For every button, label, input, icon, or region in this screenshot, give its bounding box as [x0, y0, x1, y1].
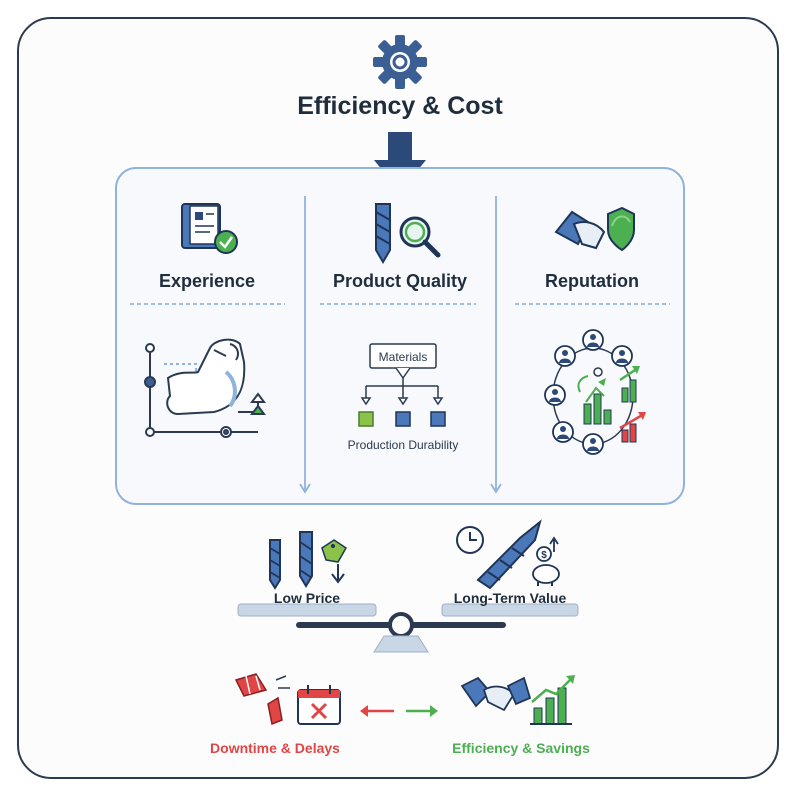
flow-caption: Production Durability — [347, 438, 459, 452]
flow-root-label: Materials — [378, 350, 428, 364]
scale-right-label: Long-Term Value — [453, 590, 567, 606]
low-price-drill-tag-icon — [269, 531, 347, 590]
handshake-shield-icon — [554, 206, 635, 252]
svg-text:$: $ — [541, 550, 547, 561]
down-arrow-icon — [374, 132, 426, 192]
outcome-negative-label: Downtime & Delays — [210, 740, 340, 756]
page-title: Efficiency & Cost — [297, 92, 503, 120]
factors-panel — [115, 167, 685, 505]
scale-left-label: Low Price — [273, 590, 341, 606]
handshake-growth-icon — [460, 675, 575, 725]
drill-bit-magnifier-icon — [375, 203, 441, 264]
downtime-calendar-icon — [234, 673, 341, 726]
long-term-value-icon: $ — [456, 519, 560, 590]
column-title-reputation: Reputation — [545, 271, 639, 291]
flexed-arm-growth-icon — [144, 338, 266, 438]
balance-scale — [237, 603, 579, 653]
gear-icon — [373, 35, 427, 89]
outcome-positive-label: Efficiency & Savings — [452, 740, 590, 756]
column-title-experience: Experience — [158, 271, 256, 291]
manual-check-icon — [181, 203, 238, 254]
quality-flowchart — [358, 343, 446, 427]
comparison-arrows — [360, 705, 438, 717]
customer-network-growth-icon — [544, 329, 646, 455]
column-title-product-quality: Product Quality — [332, 271, 467, 291]
